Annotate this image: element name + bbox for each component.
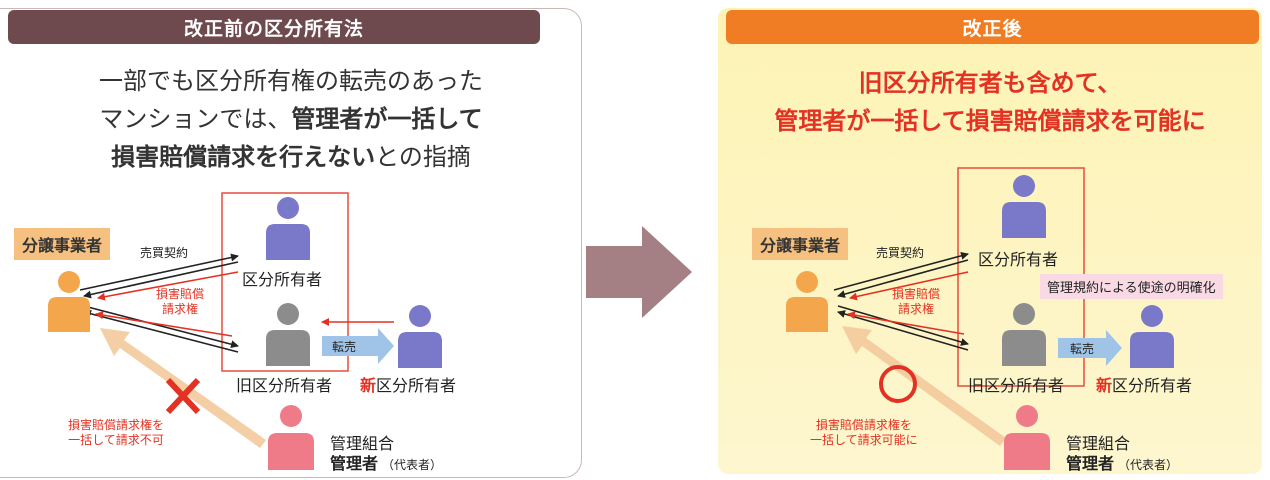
damages-right-label: 損害賠償 請求権 (156, 287, 205, 316)
unit-owner-label: 区分所有者 (242, 270, 323, 289)
unit-owner-person-icon-after (1002, 175, 1046, 238)
before-header: 改正前の区分所有法 (8, 10, 540, 44)
rules-note: 管理規約による使途の明確化 (1040, 274, 1223, 299)
developer-label: 分譲事業者 (14, 228, 111, 260)
new-owner-label: 新区分所有者 (360, 376, 457, 395)
after-title-line-1: 旧区分所有者も含めて、 (858, 69, 1122, 97)
new-owner-person-icon-after (1130, 305, 1174, 368)
manager-label: 管理者（代表者） (330, 454, 443, 473)
sale-contract-label: 売買契約 (140, 246, 189, 260)
arrow-to-former-owner (83, 305, 239, 349)
cross-mark-b (165, 377, 201, 415)
manager-label-after: 管理者（代表者） (1066, 454, 1179, 473)
damages-arrow-owner (97, 271, 239, 301)
resale-label: 転売 (332, 340, 357, 354)
statement-line-1: 一部でも区分所有権の転売のあった (99, 67, 483, 95)
damages-right-label-after: 損害賠償 請求権 (892, 287, 941, 316)
association-person-icon (268, 405, 314, 470)
after-title: 旧区分所有者も含めて、 管理者が一括して損害賠償請求を可能に (718, 64, 1262, 140)
statement-line-2: マンションでは、管理者が一括して (99, 105, 483, 133)
former-owner-label-after: 旧区分所有者 (968, 376, 1065, 395)
sale-contract-label-after: 売買契約 (876, 246, 925, 260)
after-diagram-arrows (833, 167, 1122, 446)
collective-claim-label-after: 損害賠償請求権を 一括して請求可能に (810, 418, 918, 447)
collective-claim-arrow (100, 328, 266, 448)
before-statement: 一部でも区分所有権の転売のあった マンションでは、管理者が一括して 損害賠償請求… (0, 62, 582, 176)
sale-arrow-to-developer (83, 261, 239, 299)
former-owner-person-icon (266, 303, 310, 366)
association-label: 管理組合 (330, 434, 395, 453)
sale-arrow-to-developer-after (837, 259, 969, 298)
former-owner-label: 旧区分所有者 (236, 376, 333, 395)
arrow-to-former-owner-after (837, 305, 969, 346)
sale-arrow-to-owner-after (833, 251, 969, 291)
transition-arrow (586, 226, 692, 318)
association-label-after: 管理組合 (1066, 434, 1131, 453)
collective-claim-label: 損害賠償請求権を 一括して請求不可 (68, 418, 165, 447)
after-title-line-2: 管理者が一括して損害賠償請求を可能に (774, 107, 1206, 135)
association-person-icon-after (1004, 405, 1050, 470)
sale-arrow-to-owner (79, 253, 239, 291)
unit-owner-person-icon (266, 197, 310, 260)
before-diagram-arrows (79, 192, 394, 448)
after-header: 改正後 (726, 10, 1259, 44)
collective-claim-arrow-after (842, 326, 1006, 446)
damages-arrow-former-owner-after (847, 311, 965, 335)
new-owner-label-after: 新区分所有者 (1096, 376, 1193, 395)
resale-label-after: 転売 (1070, 342, 1095, 356)
developer-label-after: 分譲事業者 (752, 228, 849, 260)
new-owner-person-icon (398, 305, 442, 368)
developer-person-icon (48, 271, 90, 332)
damages-arrow-owner-after (849, 271, 969, 301)
resale-arrow-after (1058, 330, 1122, 366)
developer-person-icon-after (786, 271, 828, 332)
resale-arrow (322, 328, 394, 364)
statement-line-3: 損害賠償請求を行えないとの指摘 (111, 143, 471, 171)
arrow-from-former-owner-after (837, 310, 969, 351)
damages-arrow-former-owner (95, 311, 233, 337)
arrow-from-former-owner (83, 309, 239, 353)
former-owner-person-icon-after (1002, 303, 1046, 366)
unit-owner-label-after: 区分所有者 (978, 250, 1059, 269)
circle-mark (879, 365, 917, 403)
